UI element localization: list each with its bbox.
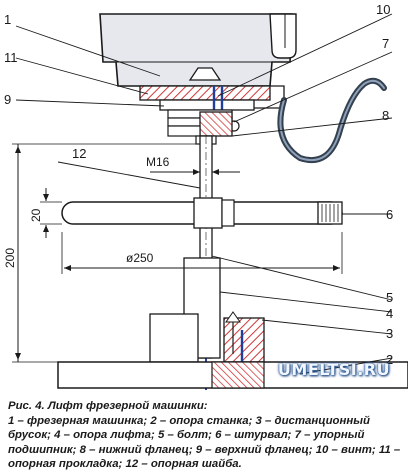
callout-6: 6 [386, 207, 393, 222]
distance-block [223, 317, 265, 363]
support-pad [139, 85, 271, 101]
site-watermark: UMELTSI.RU [277, 360, 391, 379]
caption-text: 1 – фрезерная машинка; 2 – опора станка;… [8, 414, 401, 471]
callout-9: 9 [4, 92, 11, 107]
dim-thread: M16 [146, 155, 170, 169]
callout-3: 3 [386, 326, 393, 341]
lift-drawing: M16 200 20 ø250 1 11 9 12 10 7 8 6 5 4 [3, 2, 408, 390]
lower-flange [199, 111, 233, 137]
callout-4: 4 [386, 306, 393, 321]
callout-11: 11 [4, 50, 18, 65]
lift-support [149, 257, 221, 363]
handwheel [61, 197, 343, 229]
figure-caption: Рис. 4. Лифт фрезерной машинки: 1 – фрез… [8, 399, 404, 472]
upper-flange [159, 99, 255, 111]
caption-title: Рис. 4. Лифт фрезерной машинки: [8, 400, 208, 412]
callout-2: 2 [386, 352, 393, 367]
callout-8: 8 [382, 108, 389, 123]
dim-diameter: ø250 [126, 251, 154, 265]
callout-1: 1 [4, 12, 11, 27]
dim-thickness: 20 [29, 208, 43, 222]
callout-10: 10 [376, 2, 390, 17]
dim-height: 200 [3, 248, 17, 268]
callout-12: 12 [72, 146, 86, 161]
callout-5: 5 [386, 290, 393, 305]
machine-support [57, 361, 408, 389]
callout-7: 7 [382, 36, 389, 51]
